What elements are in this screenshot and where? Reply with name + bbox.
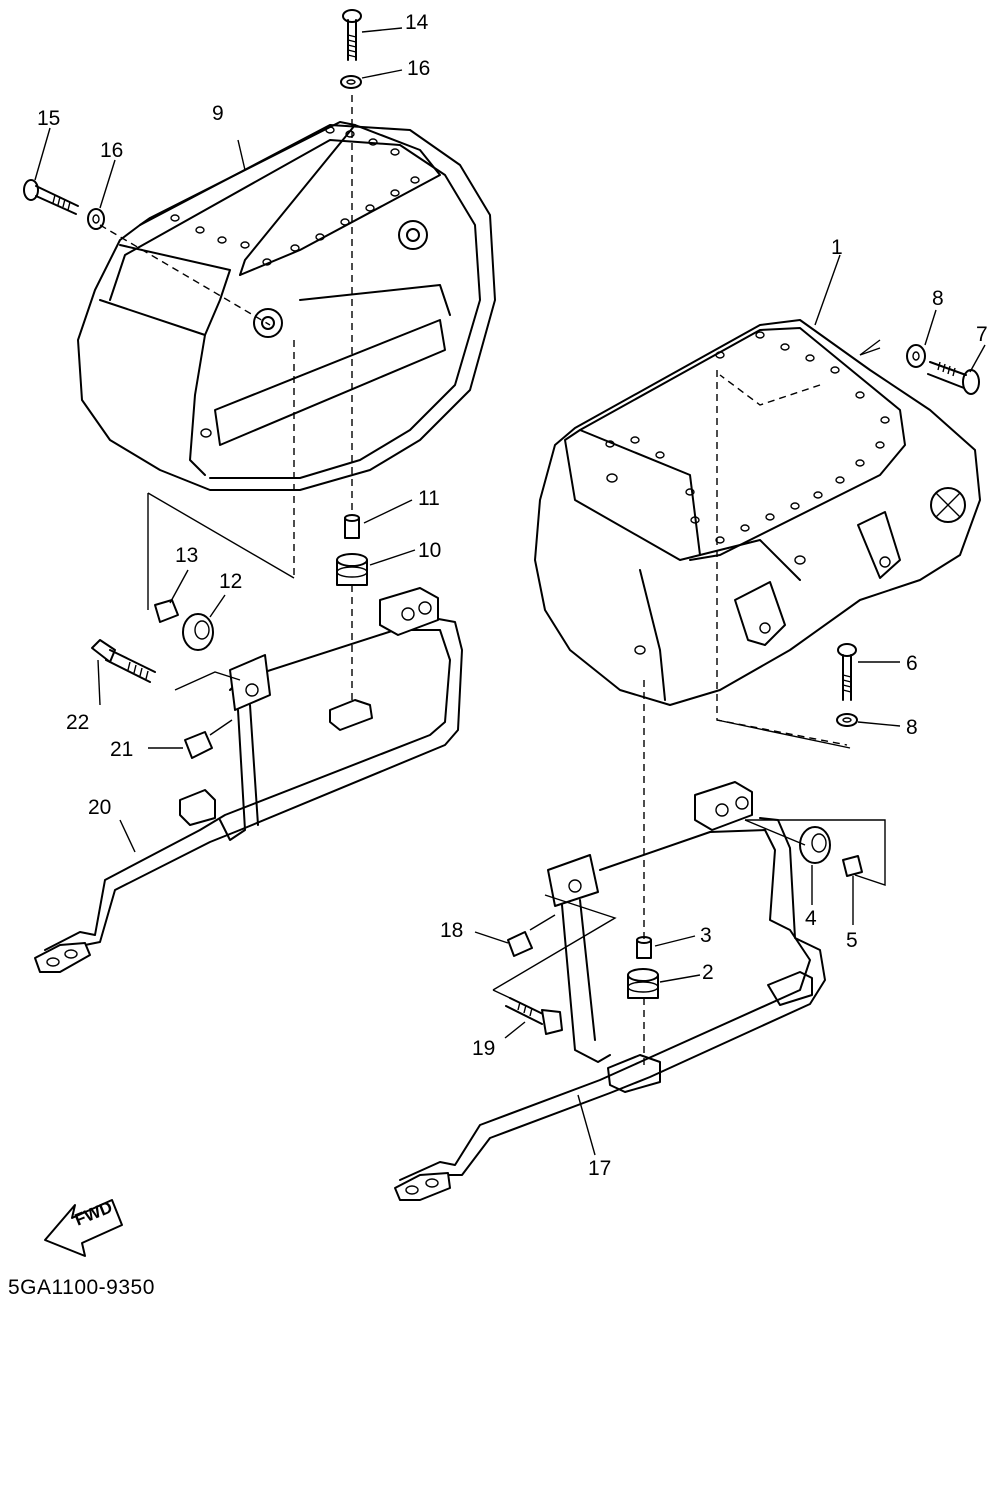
callout-15: 15 [37,107,61,130]
part-number: 5GA1100-9350 [8,1276,155,1299]
fwd-arrow [44,1199,123,1257]
small-parts [23,9,980,1035]
callout-22: 22 [66,711,90,734]
callout-11: 11 [418,487,440,510]
callout-3: 3 [700,924,712,947]
callout-8-upper: 8 [932,287,944,310]
callout-12: 12 [219,570,243,593]
callout-2: 2 [702,961,714,984]
right-stay [394,781,826,1201]
callout-1: 1 [831,236,843,259]
callout-14: 14 [405,11,429,34]
callout-19: 19 [472,1037,496,1060]
callout-4: 4 [805,907,817,930]
left-saddlebag [77,121,496,491]
callout-7: 7 [976,323,988,346]
assembly-guide-lines [99,95,886,1070]
callout-18: 18 [440,919,464,942]
callout-16-top: 16 [407,57,431,80]
callout-20: 20 [88,796,112,819]
callout-8-lower: 8 [906,716,918,739]
callout-17: 17 [588,1157,612,1180]
callout-10: 10 [418,539,442,562]
callout-9: 9 [212,102,224,125]
callout-16-left: 16 [100,139,124,162]
callout-13: 13 [175,544,199,567]
callout-6: 6 [906,652,918,675]
left-stay [34,587,463,973]
callout-5: 5 [846,929,858,952]
callout-21: 21 [110,738,134,761]
right-saddlebag [534,319,981,706]
leader-lines [34,27,986,1156]
